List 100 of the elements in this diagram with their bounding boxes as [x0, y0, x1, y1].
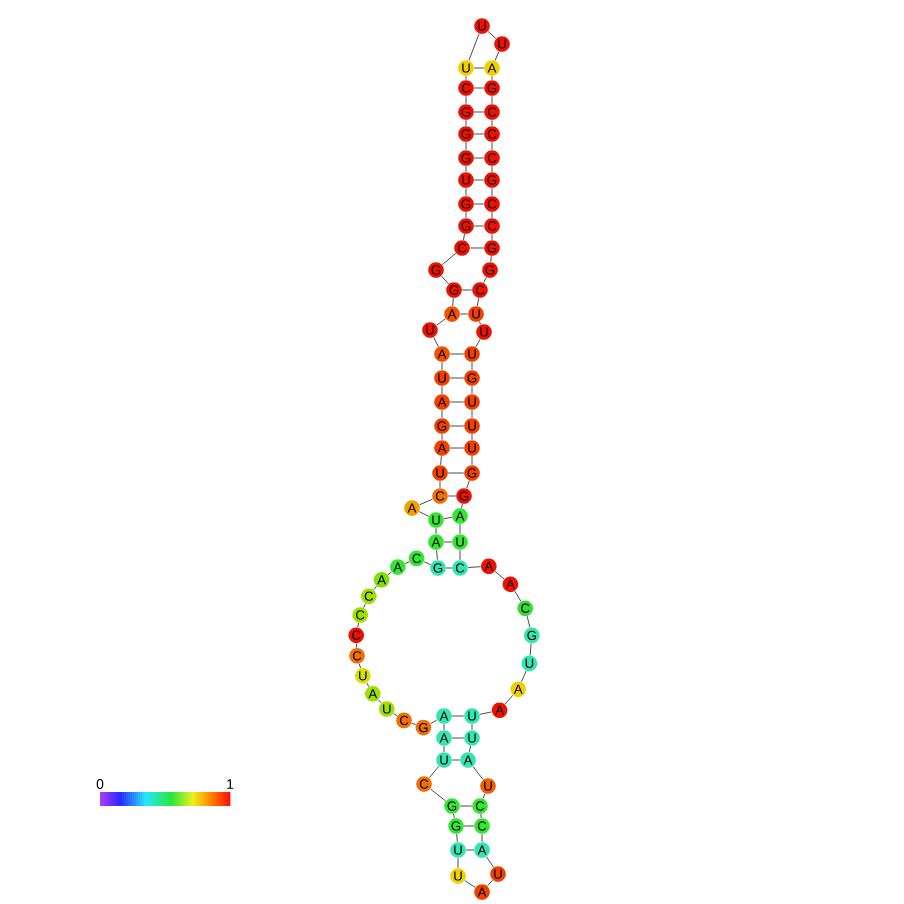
- backbone-line: [441, 409, 443, 419]
- base-pair-line: [451, 759, 461, 761]
- backbone-line: [464, 880, 476, 888]
- base-pair-line: [447, 472, 465, 474]
- backbone-line: [491, 119, 493, 127]
- backbone-line: [491, 187, 493, 197]
- backbone-line: [504, 694, 514, 705]
- backbone-line: [478, 321, 482, 325]
- backbone-line: [494, 51, 500, 61]
- base-pair-line: [443, 516, 453, 520]
- backbone-line: [465, 119, 467, 127]
- backbone-line: [471, 409, 473, 419]
- base-pair-line: [443, 541, 453, 543]
- backbone-line: [491, 233, 493, 241]
- backbone-line: [465, 187, 467, 197]
- backbone-line: [436, 549, 438, 561]
- base-pair-line: [473, 225, 485, 227]
- backbone-line: [482, 793, 486, 799]
- base-pair-line: [473, 203, 485, 205]
- backbone-line: [423, 561, 432, 566]
- backbone-line: [443, 745, 445, 753]
- backbone-line: [443, 723, 445, 731]
- backbone-line: [358, 663, 361, 669]
- backbone-line: [465, 75, 467, 81]
- backbone-line: [441, 361, 443, 371]
- backbone-line: [441, 275, 450, 285]
- base-pair-line: [465, 849, 475, 851]
- backbone-line: [377, 699, 382, 704]
- backbone-line: [441, 252, 457, 266]
- backbone-line: [440, 455, 442, 466]
- backbone-line: [435, 527, 437, 535]
- backbone-line: [471, 385, 473, 395]
- backbone-line: [486, 879, 494, 887]
- base-pair-line: [451, 715, 465, 717]
- backbone-line: [486, 856, 494, 868]
- backbone-line: [461, 503, 463, 509]
- base-pair-line: [459, 313, 469, 315]
- backbone-line: [429, 788, 447, 802]
- backbone-line: [480, 813, 482, 819]
- backbone-line: [468, 33, 480, 61]
- backbone-line: [475, 338, 481, 348]
- backbone-line: [459, 523, 461, 535]
- backbone-line: [521, 670, 527, 683]
- backbone-line: [529, 643, 532, 656]
- base-pair-line: [473, 67, 485, 69]
- base-pair-line: [449, 425, 465, 427]
- backbone-line: [471, 455, 473, 466]
- base-pair-line: [473, 111, 485, 113]
- base-pair-line: [473, 157, 485, 159]
- base-pair-line: [463, 825, 475, 827]
- backbone-line: [466, 480, 470, 489]
- backbone-line: [465, 141, 467, 151]
- backbone-line: [490, 255, 492, 263]
- backbone-line: [491, 211, 493, 219]
- backbone-line: [491, 141, 493, 151]
- backbone-line: [471, 433, 473, 441]
- backbone-line: [419, 498, 433, 506]
- backbone-line: [459, 549, 461, 561]
- backbone-line: [526, 615, 531, 628]
- backbone-line: [463, 233, 466, 241]
- backbone-line: [491, 75, 493, 81]
- backbone-line: [471, 361, 473, 371]
- backbone-line: [452, 297, 454, 307]
- backbone-line: [418, 511, 430, 517]
- backbone-line: [453, 813, 455, 819]
- backbone-line: [393, 713, 398, 717]
- base-pair-line: [447, 495, 457, 497]
- backbone-line: [469, 745, 472, 753]
- backbone-line: [441, 385, 443, 395]
- backbone-line: [404, 561, 410, 565]
- backbone-line: [356, 642, 358, 649]
- backbone-line: [465, 95, 467, 105]
- backbone-line: [494, 570, 505, 580]
- backbone-line: [457, 857, 459, 869]
- base-pair-line: [473, 87, 485, 89]
- base-pair-line: [469, 247, 485, 249]
- backbone-line: [363, 603, 366, 609]
- backbone-line: [483, 276, 487, 284]
- backbone-line: [428, 765, 440, 779]
- backbone-line: [411, 722, 417, 726]
- backbone-line: [366, 682, 370, 688]
- backbone-line: [514, 590, 522, 602]
- backbone-line: [487, 31, 497, 39]
- backbone-line: [439, 480, 441, 489]
- backbone-line: [373, 585, 378, 591]
- backbone-line: [472, 766, 484, 780]
- base-pair-line: [449, 353, 465, 355]
- backbone-line: [441, 433, 443, 441]
- backbone-line: [481, 833, 483, 843]
- backbone-line: [491, 165, 493, 173]
- backbone-line: [476, 297, 480, 307]
- backbone-line: [387, 571, 392, 576]
- backbone-line: [456, 833, 458, 843]
- base-pair-line: [451, 737, 465, 739]
- backbone-line: [491, 95, 493, 105]
- base-pair-line: [445, 567, 453, 569]
- base-pair-line: [473, 179, 485, 181]
- backbone-line: [465, 211, 467, 219]
- backbone-line: [433, 336, 439, 348]
- base-pair-line: [449, 377, 465, 379]
